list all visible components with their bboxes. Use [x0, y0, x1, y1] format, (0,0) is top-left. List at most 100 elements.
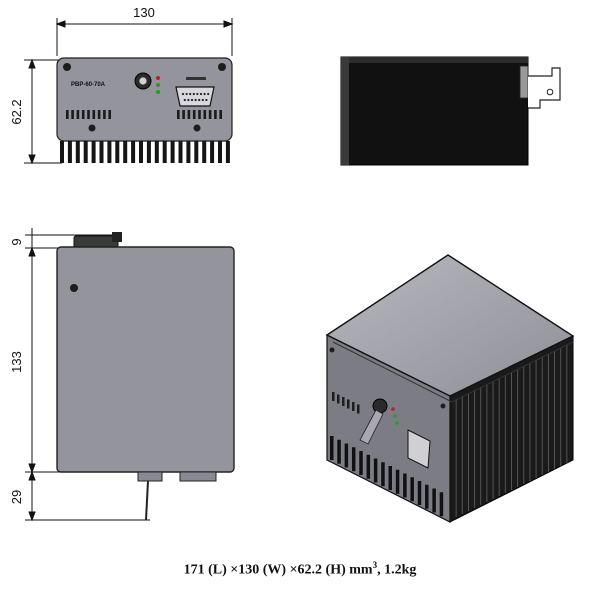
front-panel-label: PBP-60-70A: [71, 82, 106, 88]
heatsink-fin: [186, 141, 191, 163]
screw-icon: [218, 63, 226, 71]
vent-slot: [182, 110, 185, 119]
heatsink-fin: [154, 141, 159, 163]
vent-slot: [97, 110, 101, 119]
vent-slot: [92, 110, 96, 119]
iso-vent-slot: [352, 402, 355, 411]
iso-top-edge-line-right: [451, 341, 574, 403]
vent-slot: [76, 110, 80, 119]
heatsink-fin: [115, 141, 120, 163]
heatsink-fin: [194, 141, 199, 163]
vent-slots-right: [177, 110, 222, 119]
iso-vent-slot: [332, 392, 335, 401]
connector-pin: [194, 98, 197, 102]
iso-front-fin: [439, 492, 444, 517]
heatsink-fin: [99, 141, 104, 163]
heatsink-fin: [75, 141, 80, 163]
caption-suffix: , 1.2kg: [377, 562, 417, 578]
heatsink-fin: [131, 141, 136, 163]
screw-icon: [193, 124, 201, 132]
iso-front-fin: [388, 466, 392, 490]
vent-slots-left: [66, 110, 111, 119]
vent-slot: [103, 110, 106, 119]
knob-center: [138, 76, 148, 86]
connector-pins: [181, 92, 210, 102]
iso-front-fins: [330, 436, 444, 517]
side-view: [340, 56, 561, 166]
iso-front-fin: [351, 447, 356, 472]
iso-front-fin: [330, 436, 334, 460]
connector-pin: [187, 98, 190, 102]
screw-icon: [70, 284, 78, 292]
iso-front-fin: [410, 477, 414, 502]
heatsink-fin: [162, 141, 167, 163]
front-view: 130 62.2 PBP-60-70A: [9, 5, 234, 165]
vent-slot: [214, 110, 217, 119]
iso-db-connector-icon: [407, 429, 431, 469]
bracket-hole-icon: [546, 88, 554, 96]
height-dimension-label: 62.2: [9, 99, 24, 124]
connector-pin: [198, 98, 201, 102]
bottom-connector-right: [179, 471, 217, 482]
connector-label-plate: [186, 77, 206, 80]
width-dimension-label: 130: [133, 5, 155, 20]
top-length-label: 133: [9, 351, 24, 373]
height-dimension: [24, 58, 62, 165]
iso-front-fin: [381, 462, 385, 487]
heatsink-fin: [83, 141, 88, 163]
iso-front-fin: [337, 439, 341, 464]
side-rear-plate: [519, 65, 529, 99]
iso-led-red-icon: [391, 407, 395, 411]
top-length-dimension: [25, 246, 60, 474]
led-green-icon: [156, 90, 160, 94]
top-view: 9 133 29: [9, 228, 235, 522]
heatsink-fin: [60, 141, 64, 163]
side-front-cap: [341, 57, 349, 165]
heatsink-fins: [60, 141, 230, 163]
heatsink-fin: [210, 141, 215, 163]
width-dimension: [55, 18, 234, 56]
heatsink-fin: [218, 141, 222, 163]
iso-top-edge-line: [332, 341, 453, 403]
led-green-icon: [156, 83, 160, 87]
isometric-view: [325, 254, 575, 523]
knob-top-icon: [73, 235, 119, 249]
heatsink-fin: [225, 141, 230, 163]
iso-led-green-icon: [395, 421, 399, 425]
connector-pin: [185, 92, 188, 96]
iso-front-fin: [425, 484, 429, 509]
top-body: [56, 246, 235, 473]
connector-pin: [207, 92, 210, 96]
vent-slot: [87, 110, 90, 119]
vent-slot: [177, 110, 180, 119]
iso-right-fins: [455, 345, 568, 517]
iso-top-face: [325, 254, 575, 397]
top-offset-label: 9: [9, 238, 24, 245]
vent-slot: [198, 110, 201, 119]
caption-prefix: 171 (L) ×130 (W) ×62.2 (H) mm: [183, 562, 373, 578]
connector-pin: [189, 92, 192, 96]
side-body: [340, 56, 529, 166]
connector-pin: [205, 98, 208, 102]
iso-front-fin: [417, 481, 422, 505]
led-red-icon: [156, 76, 160, 80]
vent-slot: [219, 110, 222, 119]
iso-front-fin: [359, 451, 363, 475]
connector-pin: [192, 92, 195, 96]
heatsink-fin: [202, 141, 207, 163]
bottom-offset-label: 29: [9, 490, 24, 504]
iso-vent-slot: [357, 404, 360, 414]
heatsink-fin: [67, 141, 72, 163]
heatsink-fin: [91, 141, 96, 163]
vent-slot: [192, 110, 196, 119]
connector-pin: [181, 92, 185, 96]
connector-pin: [201, 98, 204, 102]
heatsink-fin: [170, 141, 175, 163]
vent-slot: [108, 110, 111, 119]
heatsink-fin: [107, 141, 112, 163]
bottom-connector-left: [137, 471, 163, 482]
screw-icon: [63, 63, 71, 71]
vent-slot: [187, 110, 191, 119]
screw-icon: [329, 347, 335, 353]
screw-icon: [88, 124, 96, 132]
